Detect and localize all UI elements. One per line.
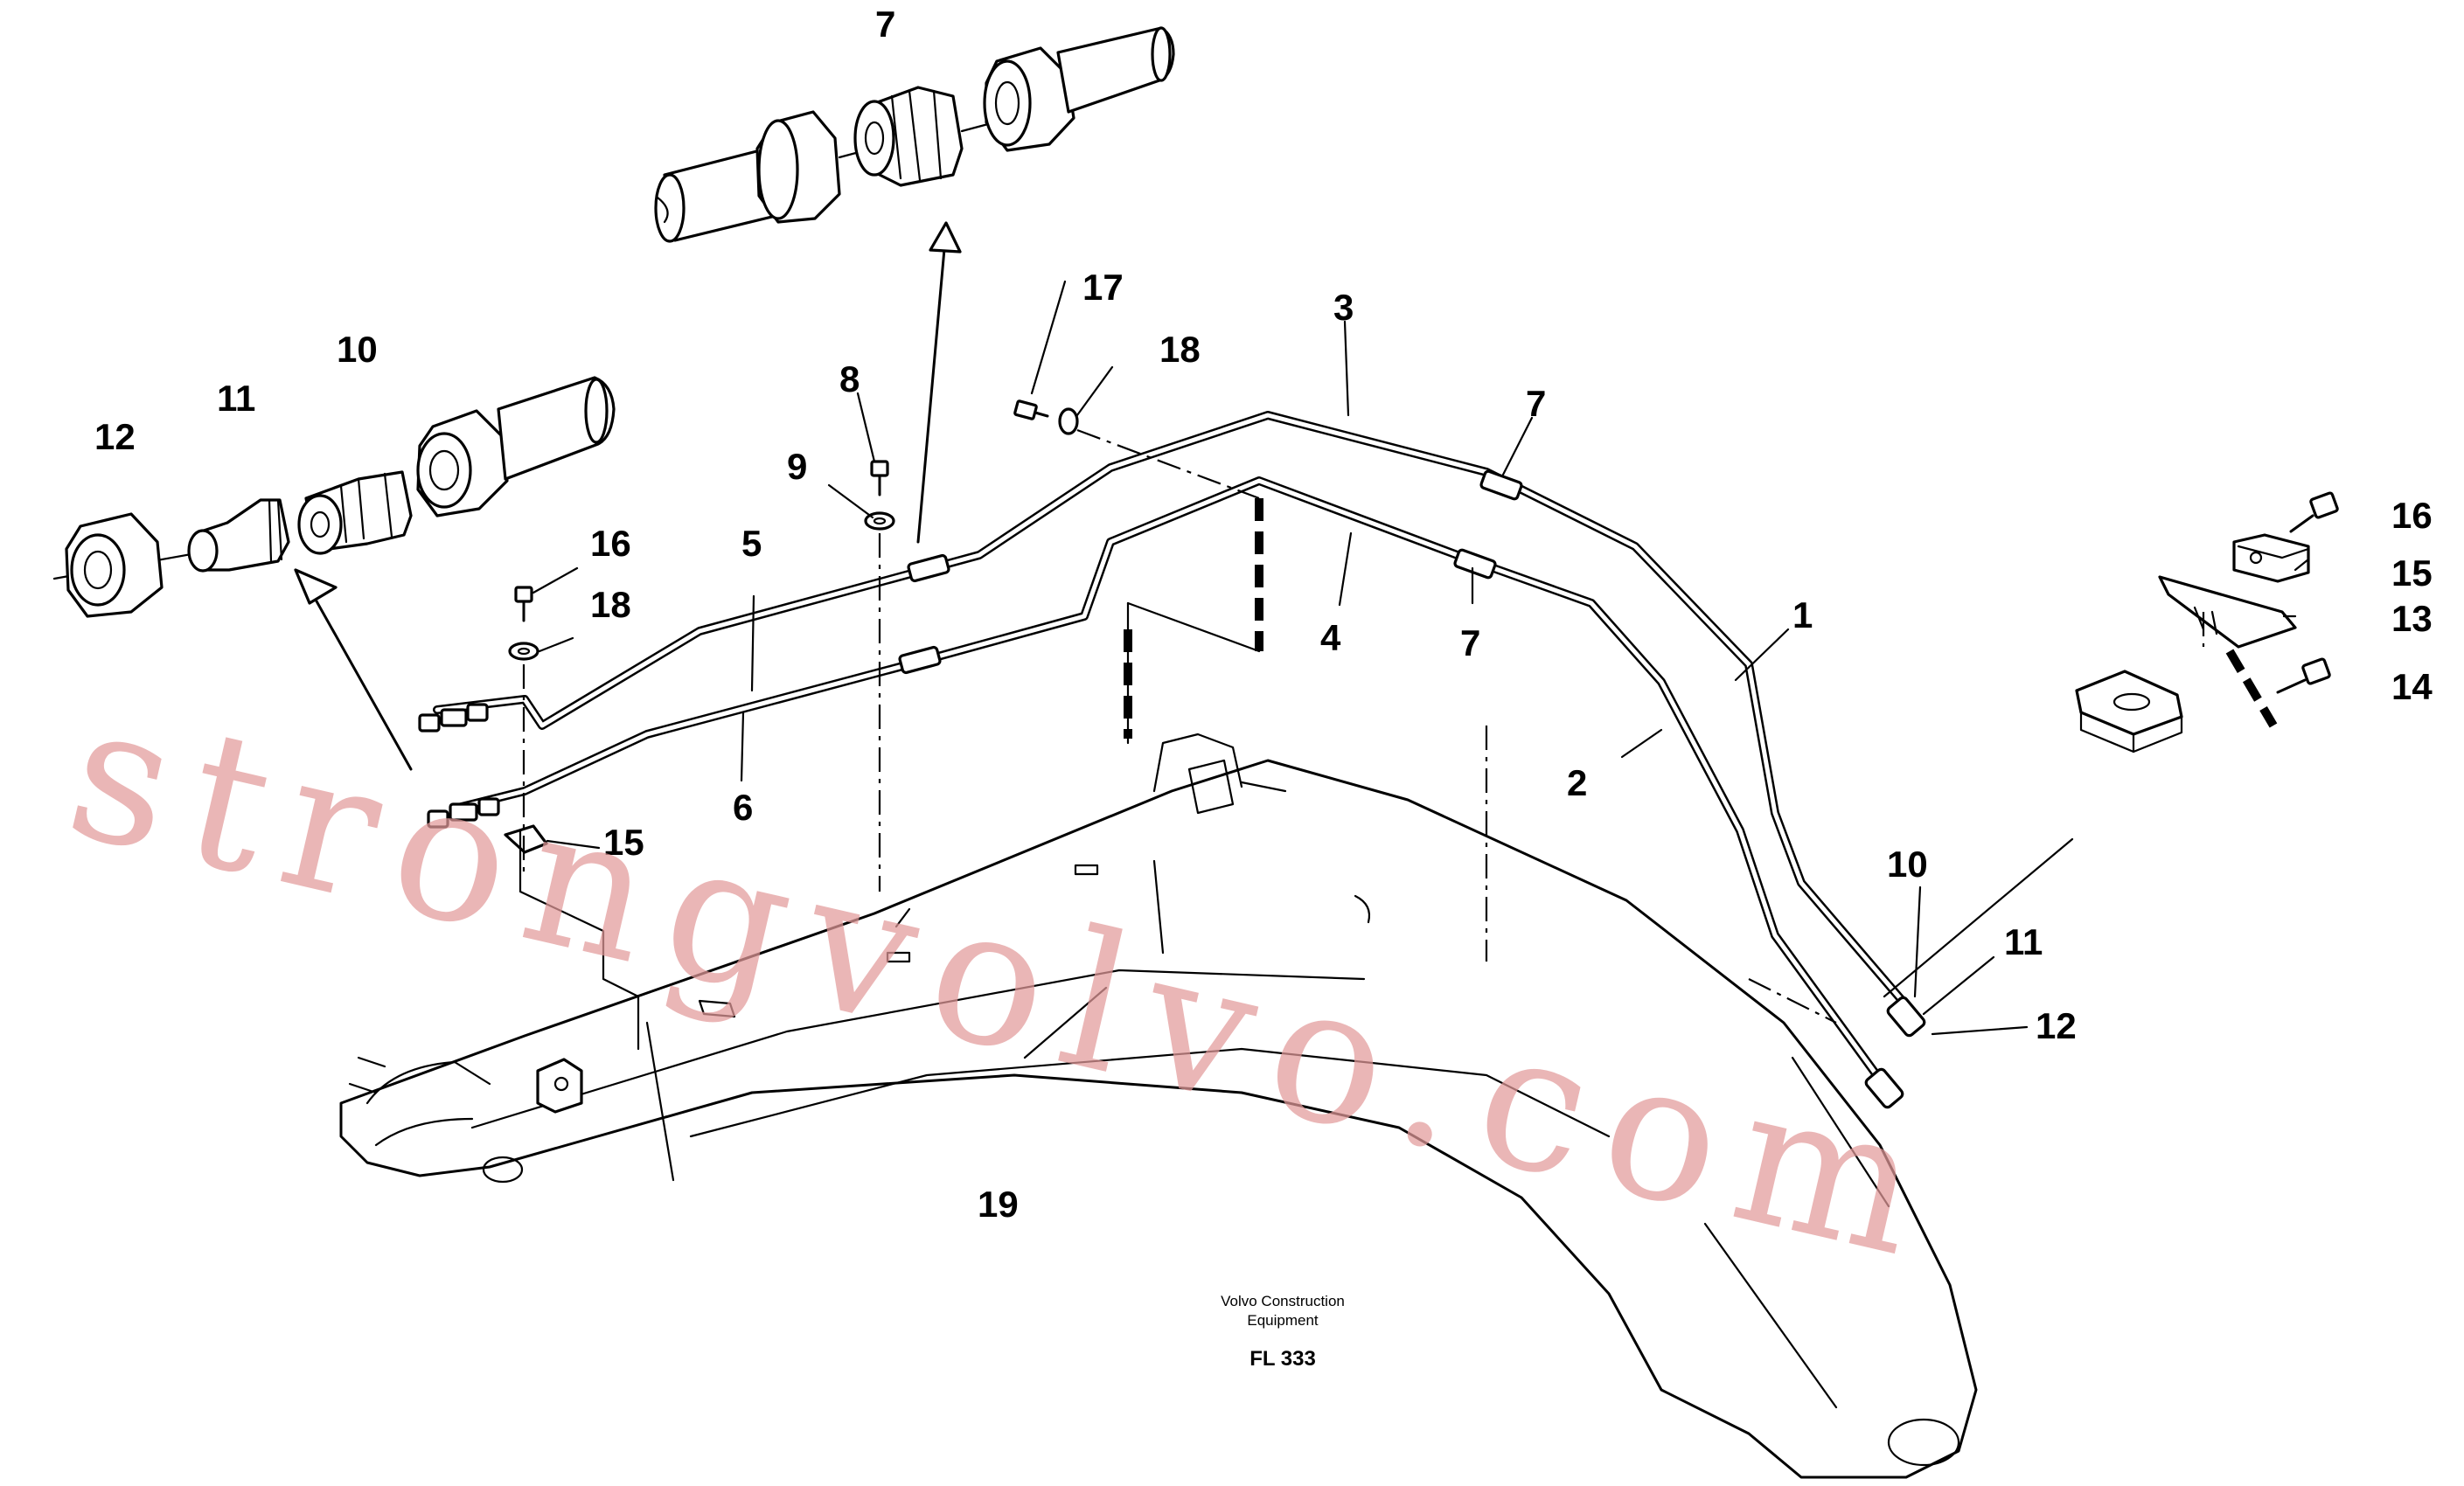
callout-10-right: 10: [1887, 844, 1928, 885]
callout-1: 1: [1792, 594, 1813, 635]
footer-company-line2: Equipment: [1247, 1312, 1319, 1329]
callout-10-left: 10: [337, 329, 378, 370]
pipe-line-lower: [450, 476, 1884, 1084]
callout-14: 14: [2391, 666, 2433, 707]
callout-12-left: 12: [94, 416, 136, 457]
clamp-15: [2232, 533, 2310, 583]
callout-8: 8: [839, 358, 860, 399]
arrow-top-union: [916, 221, 962, 544]
leader-lines: [532, 280, 2310, 1059]
callout-9: 9: [787, 446, 807, 487]
bolt-8: [870, 460, 889, 496]
callout-15-right: 15: [2391, 552, 2433, 594]
nut-12-left: [65, 512, 164, 618]
plate-13: [2158, 575, 2297, 649]
union-7-top: [853, 86, 964, 187]
callout-3: 3: [1333, 287, 1354, 328]
callout-17: 17: [1082, 267, 1124, 308]
boom-arm-outline: [339, 733, 1978, 1479]
left-fitting-assembly: [52, 376, 616, 771]
callout-6: 6: [733, 787, 753, 828]
callout-19: 19: [978, 1184, 1019, 1225]
callout-2: 2: [1567, 762, 1587, 803]
nut-top-right: [983, 46, 1075, 152]
footer-caption: Volvo Construction Equipment FL 333: [1221, 1293, 1345, 1371]
nut-top-left: [755, 110, 841, 224]
bolt-17: [1013, 399, 1049, 420]
callout-18-top: 18: [1159, 329, 1201, 370]
arrow-left-fitting: [294, 568, 413, 771]
hose-top-right: [1056, 26, 1175, 114]
left-hose-fittings: [418, 703, 500, 829]
callout-16-right: 16: [2391, 495, 2433, 536]
clamp-dashed-guide: [2225, 649, 2278, 728]
washer-18-top: [1058, 407, 1079, 435]
clamp-bracket-left: [504, 824, 640, 1051]
callout-11-left: 11: [217, 378, 255, 419]
pipe-line-upper: [433, 411, 1911, 1010]
right-clamp-assembly: [2075, 491, 2339, 753]
callout-7-top: 7: [875, 3, 895, 45]
callout-5: 5: [741, 523, 762, 564]
clamp-block: [2075, 670, 2183, 753]
footer-figure-code: FL 333: [1249, 1347, 1316, 1371]
callout-7-upper: 7: [1526, 383, 1546, 424]
callout-18-left: 18: [590, 584, 631, 625]
nipple-11-left: [187, 498, 290, 573]
callout-15-left: 15: [603, 822, 644, 863]
boom-clamp-block: [536, 1058, 583, 1114]
right-end-fittings: [1864, 996, 1926, 1109]
bolt-14: [2276, 657, 2331, 694]
bolt-16-left: [514, 586, 533, 622]
footer-company-line1: Volvo Construction: [1221, 1293, 1345, 1309]
top-union-assembly: [654, 26, 1175, 544]
callout-11-right: 11: [2004, 921, 2043, 962]
callout-12-right: 12: [2036, 1005, 2077, 1046]
callout-4: 4: [1320, 617, 1341, 658]
hose-nut-left: [416, 409, 509, 517]
line-unions: [898, 469, 1523, 675]
washer-18-left: [508, 642, 539, 661]
callout-13: 13: [2391, 598, 2433, 639]
callout-labels: 7 17 18 3 7 10 11 12 8 9 16 18 5 4 7 1 2…: [94, 3, 2433, 1225]
cover-plate-dashed: [1124, 498, 1263, 745]
assembly-guide-lines: [522, 428, 2074, 1024]
callout-7-lower: 7: [1460, 622, 1480, 663]
adapter-10-left: [297, 470, 413, 555]
bolt-16-right: [2289, 491, 2339, 533]
callout-16-left: 16: [590, 523, 631, 564]
washer-9: [864, 511, 895, 531]
hose-left: [497, 376, 616, 481]
